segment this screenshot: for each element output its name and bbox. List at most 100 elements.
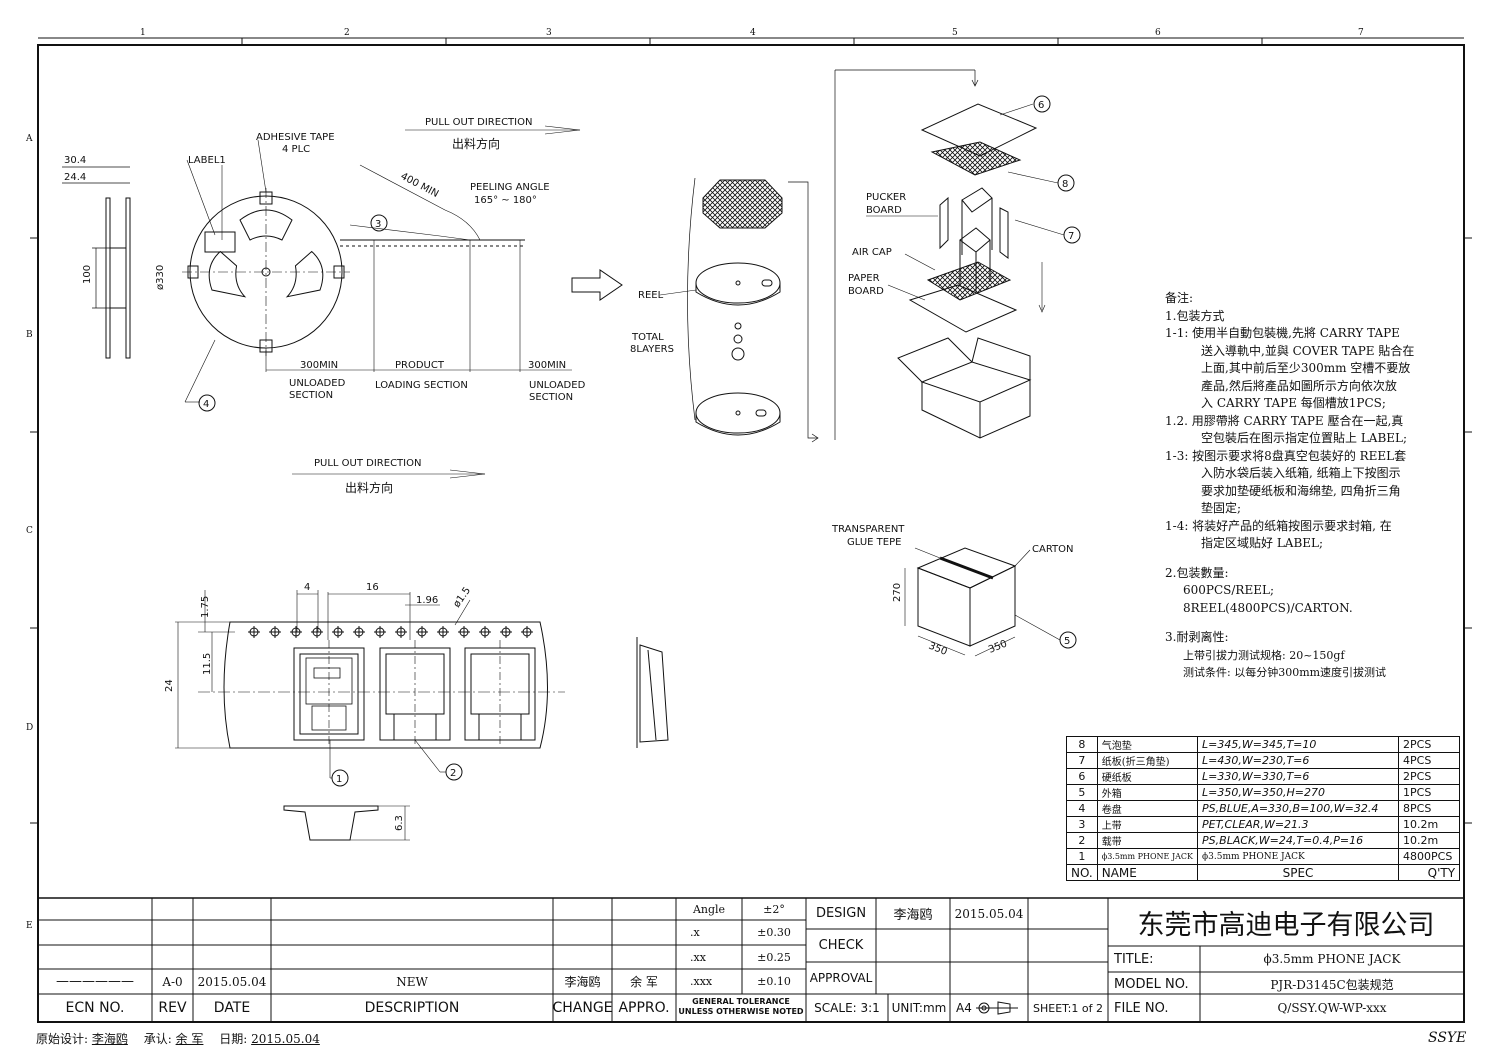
peeling-angle-text: PEELING ANGLE <box>470 182 550 193</box>
footer-approve-label: 承认: <box>143 1032 172 1046</box>
rev-row-appro: 余 军 <box>630 975 658 989</box>
balloon-8: 8 <box>1062 179 1068 190</box>
check-label: CHECK <box>818 938 864 953</box>
paper-size: A4 <box>956 1001 972 1015</box>
tape-strip <box>265 125 581 479</box>
dim-1-5: ø1.5 <box>451 585 473 609</box>
ruler-label-6: 6 <box>1155 28 1161 38</box>
ecn-header: ECN NO. <box>65 1000 125 1016</box>
note-1-1-c: 上面,其中前后至少300mm 空槽不要放 <box>1201 361 1411 375</box>
notes-block: 备注: 1.包装方式 1-1: 使用半自動包裝機,先將 CARRY TAPE 送… <box>1165 290 1455 682</box>
footer-approver: 余 军 <box>175 1032 204 1046</box>
title-label: TITLE: <box>1114 951 1154 967</box>
model-value: PJR-D3145C包装规范 <box>1270 977 1394 992</box>
notes-title: 备注: <box>1165 291 1194 305</box>
note-1-1-d: 產品,然后將產品如圖所示方向依次放 <box>1201 378 1397 393</box>
ruler-label-e: E <box>26 921 33 931</box>
rev-header: REV <box>158 1000 187 1016</box>
glue-tepe-label: GLUE TEPE <box>847 537 901 548</box>
note-1-4-b: 指定区域贴好 LABEL; <box>1201 536 1324 550</box>
dim-300-min-right: 300MIN <box>528 360 566 371</box>
reel-label: REEL <box>638 290 664 301</box>
title-block-grid <box>38 897 1464 1022</box>
ruler-label-d: D <box>26 723 33 733</box>
dim-4: 4 <box>304 582 310 593</box>
dim-16: 16 <box>366 582 379 593</box>
ruler-label-a: A <box>25 134 33 144</box>
appro-header: APPRO. <box>618 1000 670 1016</box>
date-header: DATE <box>213 1000 251 1016</box>
reel-side-view <box>62 166 131 359</box>
layers-label: 8LAYERS <box>630 344 674 355</box>
qty-per-reel: 600PCS/REEL; <box>1183 583 1274 597</box>
note-1-3-a: 1-3: 按图示要求将8盘真空包装好的 REEL套 <box>1165 448 1407 463</box>
carrier-tape-view <box>175 590 669 841</box>
dim-1-75: 1.75 <box>200 596 211 618</box>
tol-x1-label: .x <box>690 926 700 939</box>
footer: 原始设计: 李海鸥 承认: 余 军 日期: 2015.05.04 <box>36 1030 332 1047</box>
qty-per-carton: 8REEL(4800PCS)/CARTON. <box>1183 600 1353 615</box>
note-1-1-a: 1-1: 使用半自動包裝機,先將 CARRY TAPE <box>1165 326 1400 340</box>
unit-text: UNIT:mm <box>891 1001 947 1015</box>
unloaded-left: UNLOADED <box>289 378 346 389</box>
rev-row-change: 李海鸥 <box>564 975 601 989</box>
description-header: DESCRIPTION <box>364 1000 460 1016</box>
title-value: ϕ3.5mm PHONE JACK <box>1263 952 1401 966</box>
dim-1-96: 1.96 <box>416 595 438 606</box>
footer-date-label: 日期: <box>219 1032 248 1046</box>
section-right: SECTION <box>529 392 573 403</box>
unloaded-right: UNLOADED <box>529 380 586 391</box>
ruler-label-2: 2 <box>344 28 350 38</box>
balloon-3: 3 <box>375 219 381 230</box>
balloon-4: 4 <box>203 399 209 410</box>
general-tolerance-line1: GENERAL TOLERANCE <box>692 997 790 1006</box>
balloon-2: 2 <box>450 768 456 779</box>
dim-24: 24 <box>164 679 175 692</box>
pucker-label: PUCKER <box>866 192 906 203</box>
design-date: 2015.05.04 <box>954 906 1024 921</box>
note-1-4-a: 1-4: 将装好产品的纸箱按图示要求封箱, 在 <box>1165 518 1392 533</box>
note-1-2-b: 空包裝后在图示指定位置貼上 LABEL; <box>1201 431 1408 445</box>
dim-6-3: 6.3 <box>394 815 405 831</box>
notes-section-2: 2.包装數量: <box>1165 565 1229 580</box>
dim-400-min: 400 MIN <box>399 171 441 200</box>
ruler-label-3: 3 <box>546 28 552 38</box>
dim-24-4: 24.4 <box>64 172 86 183</box>
balloon-1: 1 <box>336 774 342 785</box>
exploded-carton-view <box>866 95 1081 439</box>
scale-text: SCALE: 3:1 <box>814 1001 880 1015</box>
peeling-range-text: 165° ~ 180° <box>474 195 537 206</box>
file-value: Q/SSY.QW-WP-xxx <box>1277 1001 1387 1015</box>
direction-arrow-icon <box>571 269 623 301</box>
tol-x2-value: ±0.25 <box>757 950 791 964</box>
dim-350a: 350 <box>927 641 949 658</box>
pucker-board-label: BOARD <box>866 205 902 216</box>
pull-out-cn-bottom: 出料方向 <box>345 480 393 495</box>
tol-angle-value: ±2° <box>763 902 785 916</box>
dim-11-5: 11.5 <box>202 653 213 675</box>
note-1-2-a: 1.2. 用膠帶將 CARRY TAPE 壓合在一起,真 <box>1165 413 1404 428</box>
change-header: CHANGE <box>552 1000 613 1016</box>
carton-label: CARTON <box>1032 544 1074 555</box>
balloon-5: 5 <box>1064 636 1070 647</box>
approval-label: APPROVAL <box>809 971 873 985</box>
rev-row-rev: A-0 <box>162 974 183 989</box>
footer-design-label: 原始设计: <box>36 1032 89 1046</box>
balloon-6: 6 <box>1038 100 1044 111</box>
ruler-label-c: C <box>26 526 33 536</box>
dim-30-4: 30.4 <box>64 155 86 166</box>
tol-x3-value: ±0.10 <box>757 975 791 988</box>
peel-spec: 上带引拔力测试规格: 20~150gf <box>1183 648 1345 662</box>
note-1-1-b: 送入導軌中,並與 COVER TAPE 貼合在 <box>1201 343 1415 358</box>
footer-date: 2015.05.04 <box>251 1032 320 1046</box>
corner-mark: SSYE <box>1428 1030 1467 1046</box>
rev-row-date: 2015.05.04 <box>197 974 267 989</box>
rev-row-ecn: —————— <box>56 974 134 989</box>
